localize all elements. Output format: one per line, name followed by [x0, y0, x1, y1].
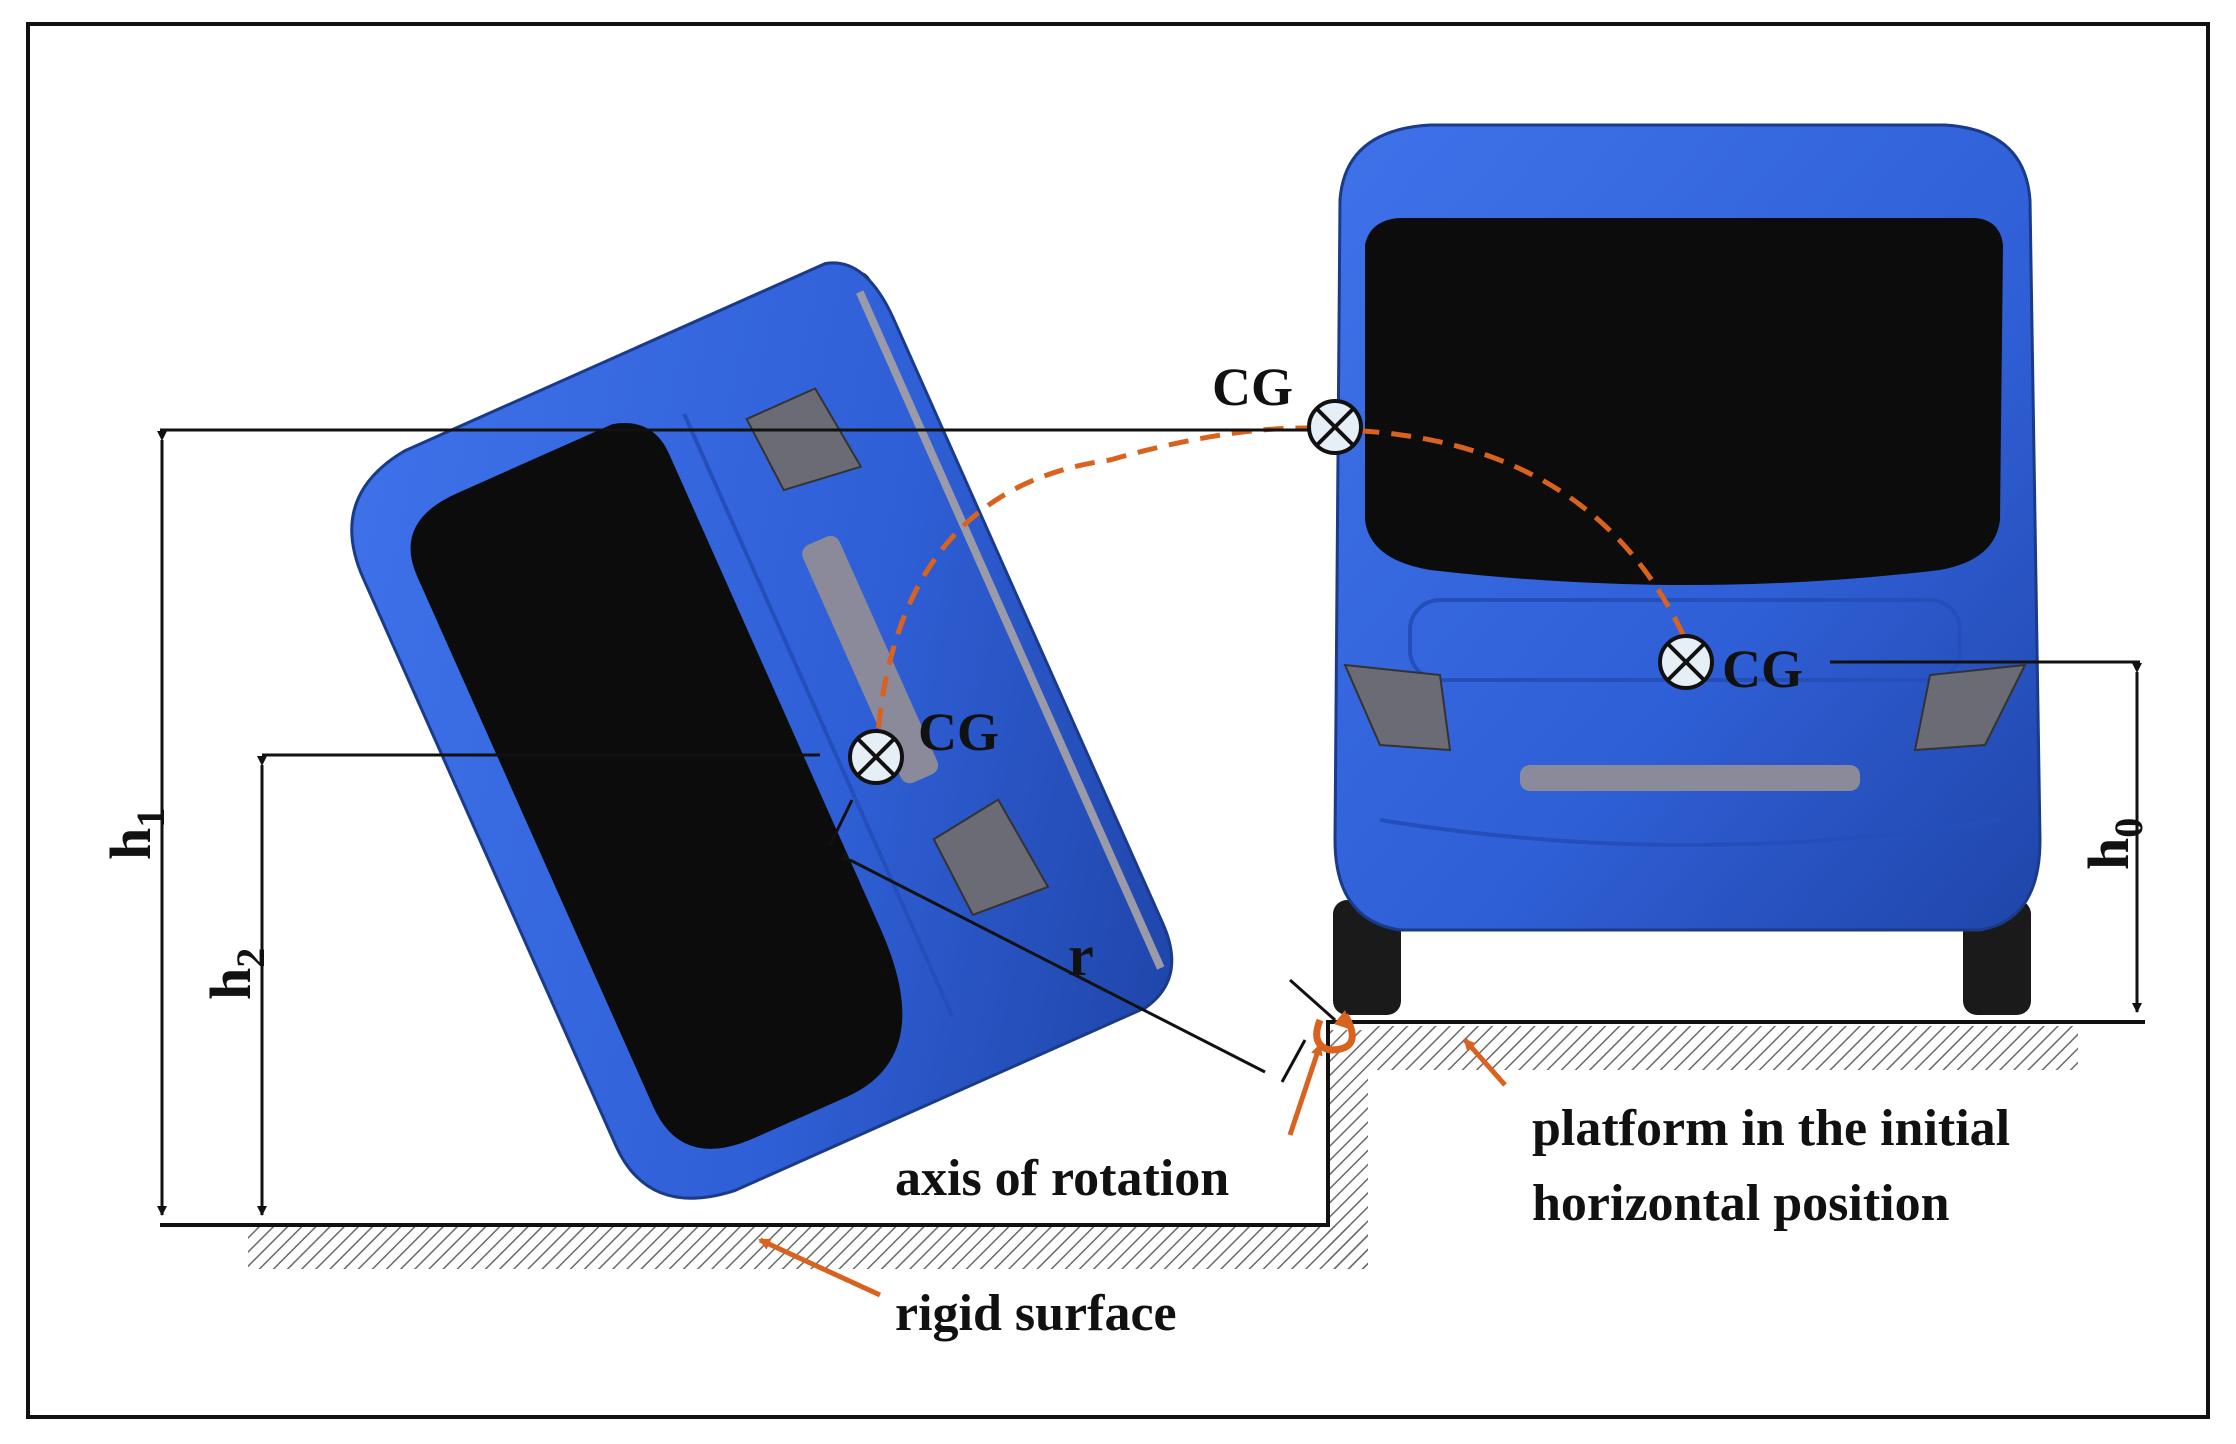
h0-label: h0: [2076, 818, 2151, 870]
dimension-lines: [157, 428, 2142, 1227]
platform-label-line1: platform in the initial: [1532, 1100, 2010, 1157]
pointer-arrows: [758, 1038, 1507, 1298]
cg-label-right: CG: [1722, 639, 1803, 699]
tilted-bus-headlight-bottom: [932, 798, 1050, 917]
axis-pointer: [1287, 1043, 1323, 1136]
cg-marker-top: [1307, 399, 1363, 455]
tilted-bus: [350, 261, 1174, 1200]
svg-text:h2: h2: [198, 948, 273, 1000]
cg-label-left: CG: [918, 702, 999, 762]
upright-bus-grille: [1520, 765, 1860, 791]
svg-text:h0: h0: [2076, 818, 2151, 870]
h1-label: h1: [98, 808, 173, 860]
platform-pointer: [1463, 1038, 1507, 1087]
cg-marker-right: [1658, 634, 1714, 690]
axis-of-rotation-label: axis of rotation: [895, 1150, 1229, 1207]
platform-label-line2: horizontal position: [1532, 1175, 1950, 1232]
h2-label: h2: [198, 948, 273, 1000]
cg-marker-left: [848, 729, 904, 785]
upright-bus-headlight-left: [1343, 663, 1452, 752]
radius-label: r: [1068, 923, 1094, 988]
tilted-bus-grille: [802, 535, 939, 784]
rotation-indicator: [1313, 1010, 1356, 1054]
cg-label-top: CG: [1212, 357, 1293, 417]
upright-bus: [1333, 123, 2042, 1015]
upright-bus-windshield: [1365, 218, 2003, 585]
surface-pointer: [758, 1237, 882, 1298]
cg-trajectory: [873, 425, 1693, 761]
rigid-surface-label: rigid surface: [895, 1285, 1177, 1342]
wheel-left: [1333, 900, 1401, 1015]
upright-bus-headlight-right: [1913, 663, 2027, 752]
tilted-bus-windshield: [410, 423, 903, 1149]
svg-text:h1: h1: [98, 808, 173, 860]
tilted-bus-headlight-top: [745, 387, 863, 492]
